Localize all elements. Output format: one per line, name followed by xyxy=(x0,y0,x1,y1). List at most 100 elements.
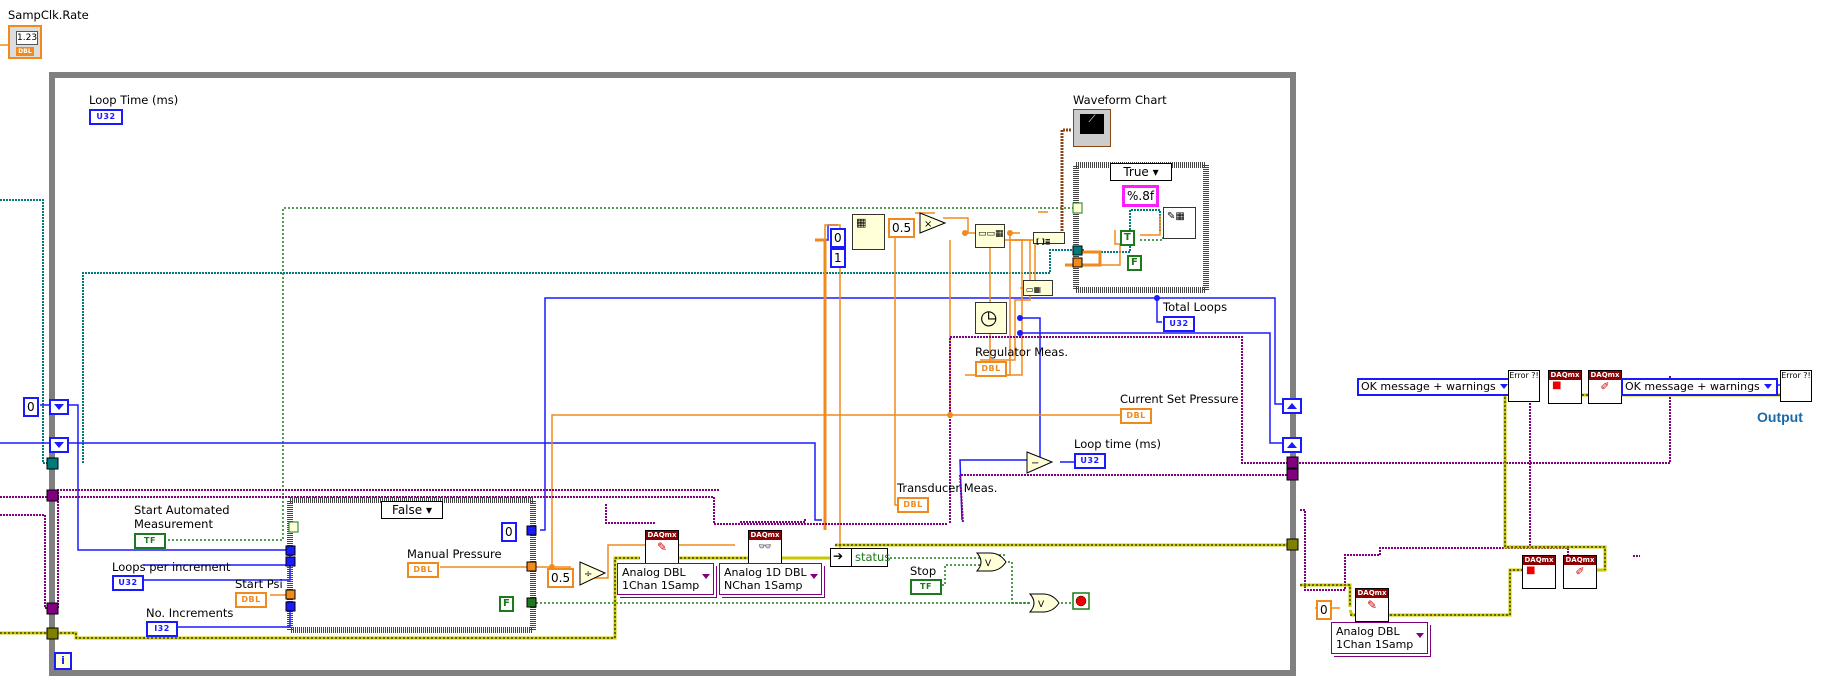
task-tunnel-2 xyxy=(46,602,59,615)
array-bracket-icon: [ ]≣ xyxy=(1036,238,1051,246)
multiply-constant[interactable]: 0.5 xyxy=(888,218,916,238)
daqmx-clear-task-node-top[interactable]: DAQmx ✐ xyxy=(1588,370,1622,404)
array-icon: ▦ xyxy=(856,216,867,229)
chart-icon: ⟋ xyxy=(1080,114,1104,134)
total-loops-label: Total Loops xyxy=(1163,300,1228,314)
no-increments-control[interactable]: I32 xyxy=(146,621,178,637)
daq-write-polymorphic-selector[interactable]: Analog DBL 1Chan 1Samp xyxy=(617,563,715,595)
stop-icon xyxy=(1075,595,1087,607)
tick-count-node[interactable]: ◷ xyxy=(975,302,1007,334)
daqmx-stop-task-node-top[interactable]: DAQmx ■ xyxy=(1548,370,1582,404)
index-constant-0[interactable]: 0 xyxy=(830,228,846,248)
stop-control[interactable]: TF xyxy=(910,579,942,595)
multiply-node[interactable] xyxy=(919,212,947,234)
zero-constant[interactable]: 0 xyxy=(501,522,517,542)
wire-junctions-blue xyxy=(1017,295,1160,336)
or-node-2[interactable] xyxy=(1028,593,1060,613)
daq-write-polymorphic-selector-after[interactable]: Analog DBL 1Chan 1Samp xyxy=(1331,622,1429,654)
spreadsheet-pencil-icon: ✎▦ xyxy=(1167,211,1185,222)
array-to-cluster-node[interactable]: [ ]≣ xyxy=(1033,232,1065,246)
shift-register-left-2[interactable] xyxy=(49,437,69,453)
write-pencil-icon: ✎ xyxy=(656,540,668,554)
error-dialog-type-enum-2[interactable]: OK message + warnings xyxy=(1621,378,1778,396)
start-automated-control[interactable]: TF xyxy=(134,533,166,549)
simple-error-handler-node[interactable]: Error ?! xyxy=(1508,370,1540,402)
index-constant-1[interactable]: 1 xyxy=(830,248,846,268)
transducer-meas-indicator: DBL xyxy=(897,497,929,513)
type-tag: DBL xyxy=(16,47,34,56)
loops-per-increment-control[interactable]: U32 xyxy=(112,575,144,591)
daqmx-write-node[interactable]: DAQmx ✎ xyxy=(645,530,679,564)
shift-register-right[interactable] xyxy=(1282,398,1302,414)
daqmx-write-node-after[interactable]: DAQmx ✎ xyxy=(1355,588,1389,622)
selector-terminal xyxy=(1072,202,1083,214)
divide-node[interactable] xyxy=(579,561,607,586)
daqmx-read-node[interactable]: DAQmx 👓 xyxy=(748,530,782,564)
case-tunnel xyxy=(285,556,296,567)
current-set-pressure-indicator: DBL xyxy=(1120,408,1152,424)
task-tunnel xyxy=(46,489,59,502)
stop-square-icon: ■ xyxy=(1552,380,1562,391)
index-array-node[interactable]: ▦ xyxy=(852,214,885,250)
waveform-chart-indicator[interactable]: ⟋ xyxy=(1073,109,1111,147)
selector-terminal xyxy=(288,521,299,533)
simple-error-handler-node-2[interactable]: Error ?! xyxy=(1780,370,1812,402)
sampclk-rate-control[interactable]: 1.23 DBL xyxy=(8,25,42,59)
numeric-value: 1.23 xyxy=(16,31,38,45)
daqmx-header: DAQmx xyxy=(1564,556,1596,565)
dropdown-arrow-icon xyxy=(702,574,711,579)
or-node[interactable] xyxy=(975,552,1007,572)
daqmx-header: DAQmx xyxy=(646,531,678,540)
build-array-icon: ▭▭▦ xyxy=(978,229,1004,239)
error-wire-dots xyxy=(0,385,1785,639)
case-tunnel xyxy=(285,589,296,600)
build-array-node[interactable]: ▭▭▦ xyxy=(975,224,1005,248)
write-spreadsheet-node[interactable]: ✎▦ xyxy=(1163,207,1196,239)
poly-line-1: Analog DBL xyxy=(1336,625,1400,638)
daqmx-stop-task-node[interactable]: DAQmx ■ xyxy=(1522,555,1556,589)
case-tunnel xyxy=(526,597,537,608)
case-selector-true[interactable]: True ▾ xyxy=(1110,163,1172,181)
true-constant[interactable]: T xyxy=(1120,230,1135,246)
waveform-wire xyxy=(1060,128,1072,238)
divide-constant[interactable]: 0.5 xyxy=(547,568,575,588)
poly-line-1: Analog DBL xyxy=(622,566,686,579)
case-tunnel xyxy=(1072,257,1083,268)
poly-line-2: 1Chan 1Samp xyxy=(1336,638,1414,651)
clock-icon: ◷ xyxy=(980,305,998,329)
enum-value: OK message + warnings xyxy=(1361,380,1496,393)
shift-register-init-constant[interactable]: 0 xyxy=(23,397,39,417)
false-constant[interactable]: F xyxy=(499,596,514,612)
false-constant-2[interactable]: F xyxy=(1127,255,1142,271)
svg-text:V: V xyxy=(985,559,992,569)
no-increments-label: No. Increments xyxy=(146,606,234,620)
svg-text:×: × xyxy=(924,219,932,230)
unbundle-status-node[interactable]: ➔ status xyxy=(830,548,890,567)
case-selector-value: True xyxy=(1123,165,1149,179)
loops-per-increment-label: Loops per increment xyxy=(112,560,231,574)
while-loop-frame[interactable] xyxy=(49,72,1296,676)
arrow-right-icon: ➔ xyxy=(833,549,844,563)
subtract-node[interactable] xyxy=(1026,451,1054,474)
poly-line-2: 1Chan 1Samp xyxy=(622,579,700,592)
zero-constant-after[interactable]: 0 xyxy=(1316,600,1332,620)
loop-time-control[interactable]: U32 xyxy=(89,109,123,125)
dropdown-arrow-icon xyxy=(1763,384,1772,389)
waveform-chart-label: Waveform Chart xyxy=(1073,93,1167,107)
svg-text:÷: ÷ xyxy=(584,569,592,580)
case-selector-false[interactable]: False ▾ xyxy=(381,501,443,519)
shift-register-left[interactable] xyxy=(49,399,69,415)
read-glasses-icon: 👓 xyxy=(758,540,772,553)
build-array-node-2[interactable]: ▭▦ xyxy=(1023,280,1053,296)
format-string-constant[interactable]: %.8f xyxy=(1122,185,1160,207)
daqmx-header: DAQmx xyxy=(1549,371,1581,380)
start-automated-label-2: Measurement xyxy=(134,517,213,531)
daqmx-clear-task-node[interactable]: DAQmx ✐ xyxy=(1563,555,1597,589)
error-dialog-type-enum[interactable]: OK message + warnings xyxy=(1357,378,1514,396)
daq-read-polymorphic-selector[interactable]: Analog 1D DBL NChan 1Samp xyxy=(719,563,822,595)
down-arrow-icon xyxy=(54,404,64,410)
error-tunnel xyxy=(46,627,59,640)
manual-pressure-control[interactable]: DBL xyxy=(407,562,439,578)
shift-register-right-2[interactable] xyxy=(1282,437,1302,453)
start-psi-control[interactable]: DBL xyxy=(235,592,267,608)
